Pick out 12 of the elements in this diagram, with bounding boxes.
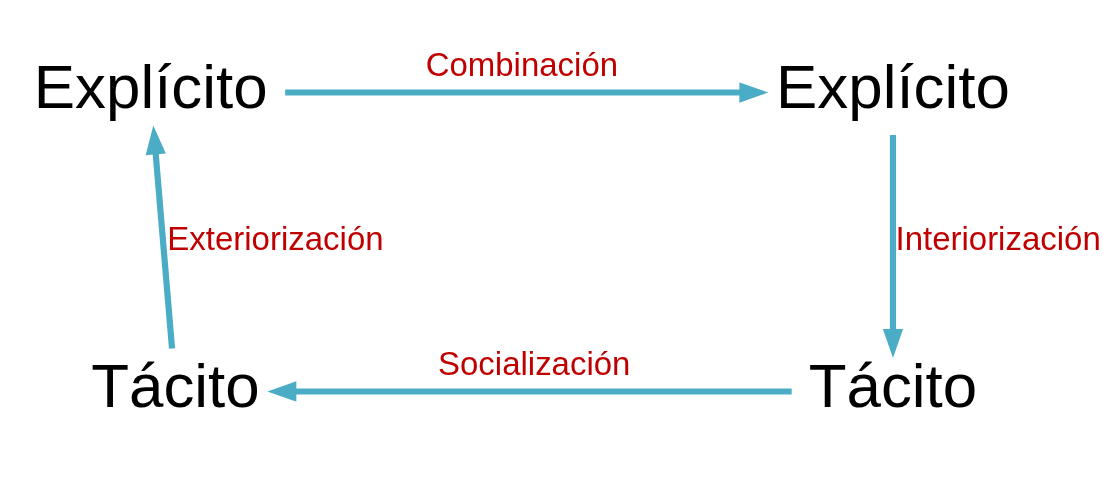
edge-label: Exteriorización bbox=[167, 219, 384, 257]
arrow bbox=[267, 381, 792, 402]
arrow bbox=[145, 125, 176, 349]
node-text: Tácito bbox=[91, 350, 260, 420]
edge-label: Socialización bbox=[438, 344, 631, 382]
arrow bbox=[882, 134, 904, 358]
arrow bbox=[285, 82, 769, 103]
edge-label: Interiorización bbox=[895, 219, 1101, 257]
node-text: Tácito bbox=[808, 350, 978, 420]
edge-label: Combinación bbox=[425, 45, 619, 83]
node-text: Explícito bbox=[33, 51, 268, 121]
node-text: Explícito bbox=[776, 51, 1010, 121]
